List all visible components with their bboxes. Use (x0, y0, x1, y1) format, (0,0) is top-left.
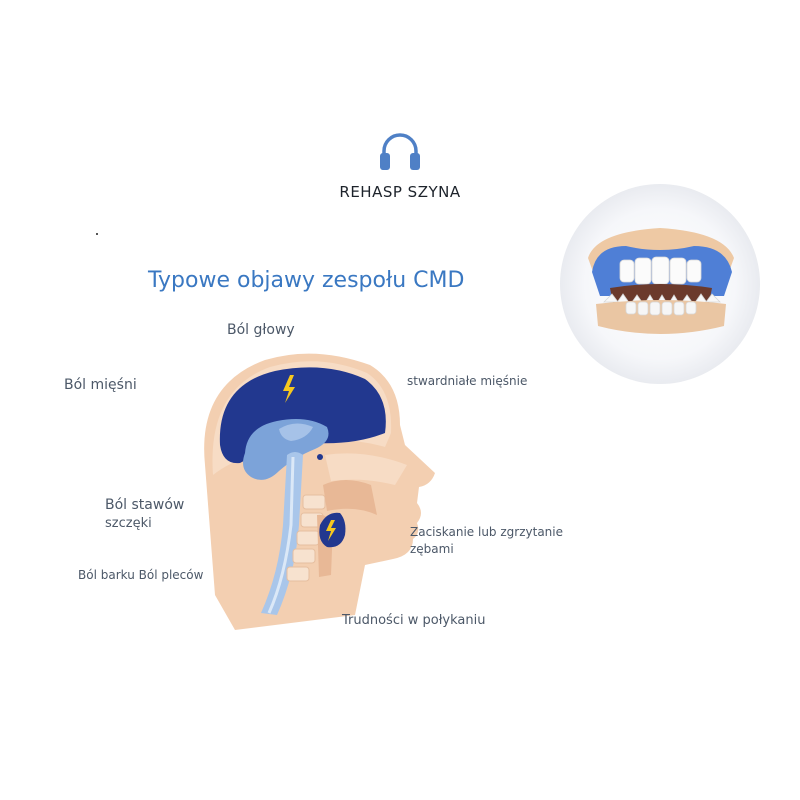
label-headache: Ból głowy (227, 322, 295, 338)
head-cross-section (204, 353, 435, 630)
label-swallowing: Trudności w połykaniu (342, 613, 486, 628)
label-hardened-muscles: stwardniałe mięśnie (407, 374, 528, 388)
diagram-title: Typowe objawy zespołu CMD (148, 268, 465, 293)
label-jaw-joint-pain: Ból stawów (105, 497, 185, 513)
label-muscle-pain: Ból mięśni (64, 377, 137, 393)
lightning-bolt-icon (283, 375, 295, 403)
label-clenching: Zaciskanie lub zgrzytanie (410, 525, 563, 539)
splint-photo (560, 184, 760, 384)
label-jaw-joint-pain-2: szczęki (105, 516, 152, 531)
label-shoulder-back-pain: Ból barku Ból pleców (78, 568, 204, 582)
lightning-bolt-icon-2 (326, 520, 336, 541)
brand-name: REHASP SZYNA (339, 183, 461, 201)
decorative-dot (96, 233, 98, 235)
headphones-icon (380, 133, 420, 170)
label-clenching-2: zębami (410, 542, 454, 556)
